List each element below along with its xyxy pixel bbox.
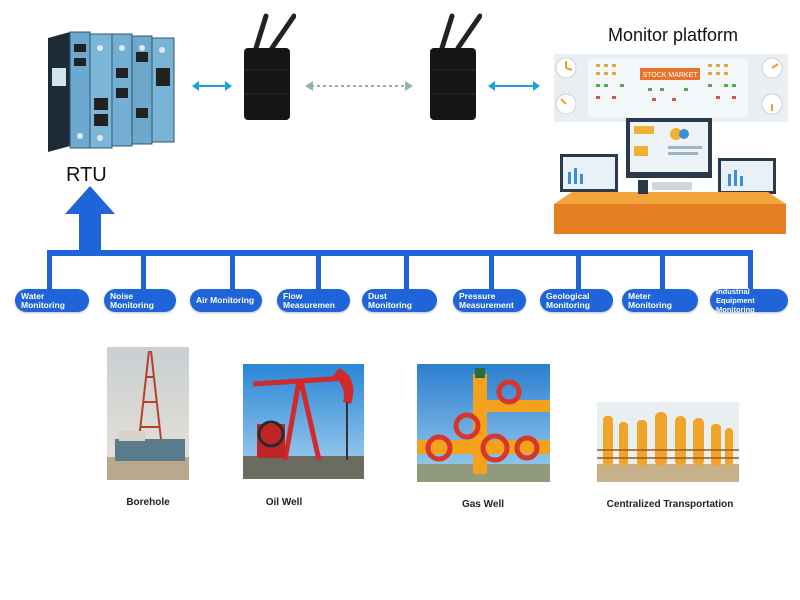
rtu-device-icon [48,31,175,152]
site-label-centralized-transportation: Centralized Transportation [606,499,734,510]
tank-station-photo [597,402,739,482]
wireless-link-arrow [305,81,413,91]
gas-wellhead-photo [417,364,550,482]
link-arrow [488,81,540,91]
monitoring-type-air: Air Monitoring [190,289,262,312]
monitoring-type-flow: Flow Measuremen [277,289,350,312]
site-label-borehole: Borehole [126,497,170,508]
monitoring-type-industrial: Industrial Equipment Monitoring [710,287,788,314]
monitoring-type-noise: Noise Monitoring [104,289,176,312]
monitor-platform-title: Monitor platform [608,25,739,45]
pumpjack-photo [243,364,364,479]
monitoring-type-meter: Meter Monitoring [622,289,698,312]
monitoring-type-geological: Geological Monitoring [540,289,613,312]
monitoring-type-pressure: Pressure Measurement [453,289,526,312]
monitoring-type-water: Water Monitoring [15,289,89,312]
monitoring-bus [47,186,753,292]
wireless-router-icon [244,13,296,120]
stock-market-text: STOCK MARKET [642,72,698,79]
site-label-oil-well: Oil Well [265,497,303,508]
drilling-rig-photo [107,347,189,480]
link-arrow [192,81,232,91]
rtu-label: RTU [66,164,107,186]
monitor-platform-icon: STOCK MARKET [554,54,788,234]
site-label-gas-well: Gas Well [461,499,505,510]
monitoring-type-dust: Dust Monitoring [362,289,437,312]
wireless-router-icon [430,13,482,120]
